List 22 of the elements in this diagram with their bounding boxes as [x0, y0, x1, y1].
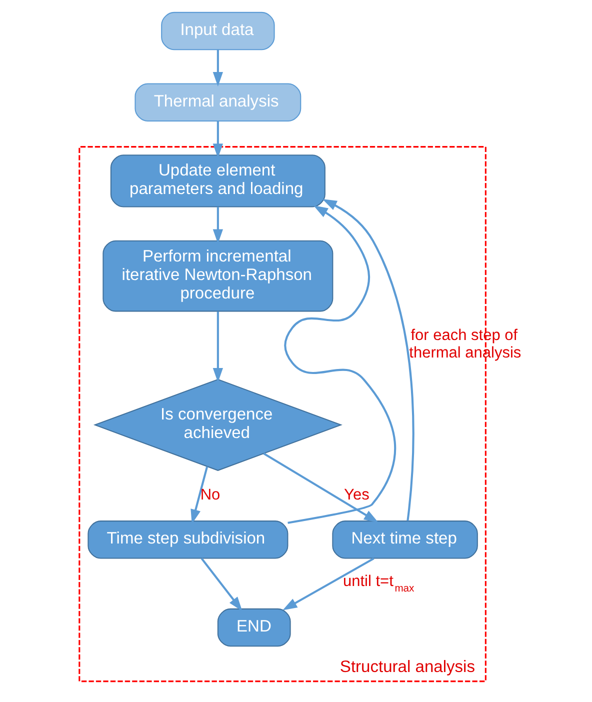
- arrow: [284, 205, 396, 524]
- edge-label: No: [200, 486, 220, 504]
- arrow: [200, 558, 242, 612]
- node-box: Input data: [160, 12, 274, 50]
- node-diamond: Is convergence achieved: [92, 378, 342, 471]
- arrow: [212, 206, 222, 244]
- arrow: [322, 199, 414, 521]
- edge-label: until t=t$_{max}$: [342, 573, 414, 595]
- arrow: [212, 312, 222, 382]
- arrow: [262, 452, 378, 523]
- arrow: [212, 50, 222, 86]
- edge-label: Yes: [344, 486, 369, 504]
- arrow: [212, 121, 222, 158]
- node-box: Thermal analysis: [134, 83, 301, 122]
- arrow: [282, 558, 374, 610]
- arrow: [190, 466, 208, 524]
- node-box: Update element parameters and loading: [110, 154, 325, 208]
- node-box: Time step subdivision: [87, 520, 288, 559]
- edge-label: for each step of thermal analysis: [408, 327, 521, 362]
- node-box: END: [216, 608, 290, 647]
- node-box: Next time step: [332, 520, 478, 559]
- node-box: Perform incremental iterative Newton-Raphson procedure: [102, 240, 333, 312]
